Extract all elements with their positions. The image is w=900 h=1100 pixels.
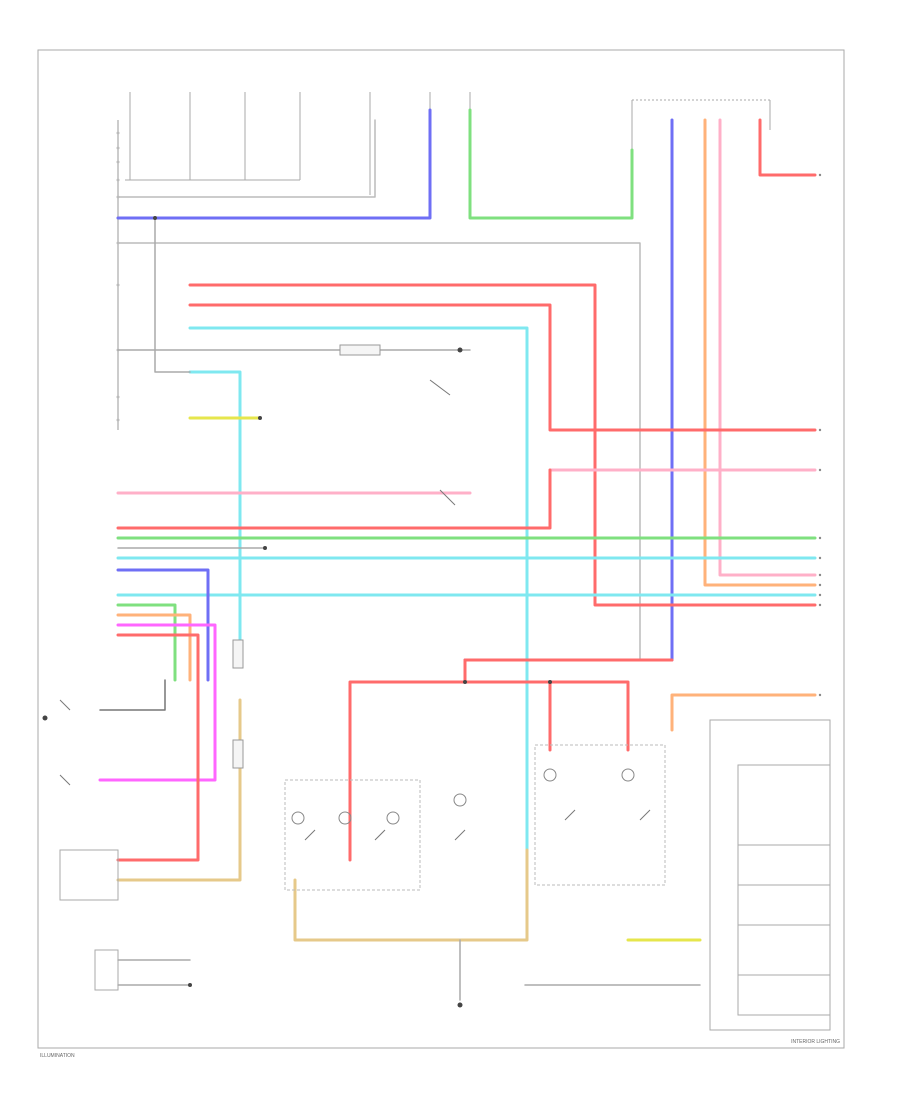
lamp-symbols <box>291 768 635 825</box>
left-control-unit <box>116 120 120 430</box>
page-reference-label: INTERIOR LIGHTING <box>791 1039 840 1045</box>
resistor-blocks <box>232 344 381 769</box>
junction-dots <box>42 216 552 1008</box>
top-fuse-group-left <box>125 92 301 181</box>
top-right-unit <box>631 99 771 218</box>
lower-right-module <box>709 719 831 1031</box>
diagram-frame <box>37 49 845 1049</box>
footer-label: ILLUMINATION <box>40 1053 75 1059</box>
switch-symbols <box>59 379 651 841</box>
right-terminal-markers <box>818 173 822 697</box>
lamp-housings <box>284 744 666 891</box>
wires <box>98 108 817 1001</box>
top-fuse-group-right <box>369 92 471 218</box>
left-bottom-connectors <box>59 849 119 991</box>
